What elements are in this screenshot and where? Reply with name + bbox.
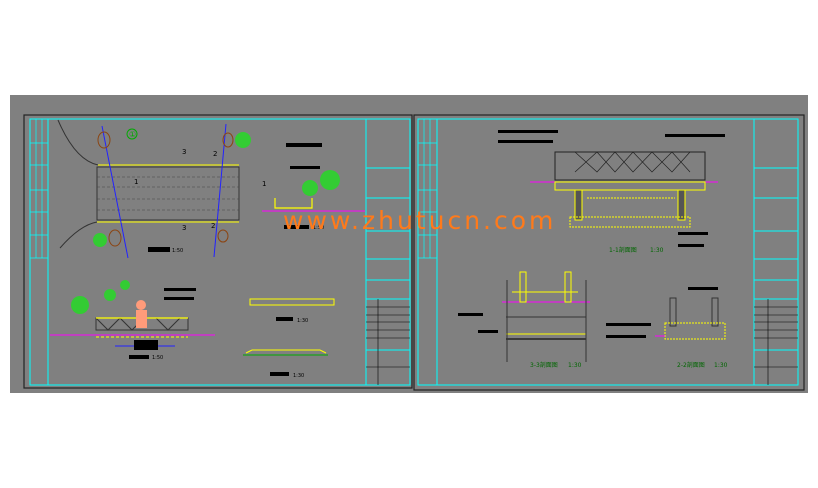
detail-beam-b: 1:30: [249, 298, 335, 324]
bridge-elevation: 1:50: [50, 288, 215, 361]
section-2-2-scale: 1:30: [714, 362, 728, 369]
section-1-1-title: 1-1剖面图: [609, 246, 637, 254]
section-3-3-scale: 1:30: [568, 362, 582, 369]
watermark: www.zhutucn.com: [283, 206, 557, 235]
elevation-scale: 1:50: [152, 355, 163, 361]
right-strip-grid: [418, 119, 437, 259]
section-2-2: 2-2剖面图 1:30: [606, 287, 728, 369]
section-2-2-title: 2-2剖面图: [677, 361, 705, 369]
title-block-rows-right: [754, 299, 798, 385]
section-3-3: 3-3剖面图 1:30: [458, 271, 590, 369]
detail-section-a: 1:50: [262, 143, 365, 231]
section-line-3: [101, 125, 129, 259]
bridge-plan-view: ① 3 2 1 3 2 1 1:50: [57, 119, 340, 314]
detail-beam-c: 1:30: [243, 349, 328, 379]
section-mark: 2: [213, 150, 217, 158]
title-block-right: [753, 119, 798, 385]
detail-a-scale: 1:50: [313, 225, 324, 231]
rock-symbols: [97, 131, 234, 247]
human-figure-icon: [136, 300, 147, 328]
detail-a-title-box: [284, 225, 309, 229]
detail-b-scale: 1:30: [297, 318, 308, 324]
section-1-1: 1-1剖面图 1:30: [498, 130, 725, 254]
section-mark: 3: [182, 148, 186, 156]
sheet-left: ① 3 2 1 3 2 1 1:50 1:50: [23, 114, 413, 389]
title-block-rows-left: [366, 299, 410, 385]
section-mark: 2: [211, 222, 215, 230]
section-mark: 1: [134, 178, 138, 186]
left-strip-grid: [30, 119, 48, 259]
section-1-1-scale: 1:30: [650, 247, 664, 254]
sheet-right: 1-1剖面图 1:30 3-3剖面图 1:30 2-2剖面图 1:30: [413, 114, 805, 391]
title-block-left: [365, 119, 410, 385]
section-mark: 3: [182, 224, 186, 232]
section-line-2: [213, 123, 227, 258]
detail-c-scale: 1:30: [293, 373, 304, 379]
plan-scale: 1:50: [172, 248, 183, 254]
section-mark: 1: [262, 180, 266, 188]
section-3-3-title: 3-3剖面图: [530, 361, 558, 369]
tree-symbols: [71, 132, 340, 314]
plan-marker: ①: [129, 130, 136, 139]
